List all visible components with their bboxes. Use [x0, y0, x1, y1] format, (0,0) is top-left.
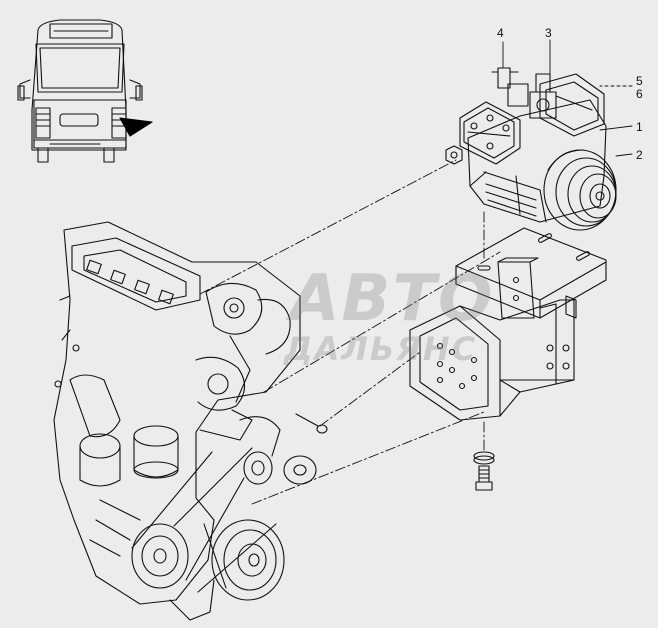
engine-block [53, 221, 317, 621]
engine-bolt [295, 413, 328, 434]
callout-1: 1 [636, 120, 643, 134]
callout-2: 2 [636, 148, 643, 162]
callout-leaders [502, 39, 633, 157]
compressor-assembly [445, 67, 607, 223]
callout-4: 4 [497, 26, 504, 40]
watermark-line-1: АВТО [290, 262, 495, 336]
mounting-bracket [409, 227, 607, 421]
callout-3: 3 [545, 26, 552, 40]
callout-5: 5 [636, 74, 643, 88]
watermark-line-2: ДАЛЬЯНС [284, 330, 478, 368]
callout-6: 6 [636, 87, 643, 101]
indicator-arrow-icon [119, 117, 153, 137]
assembly-center-lines [199, 159, 501, 505]
compressor-pulley [543, 149, 617, 231]
bus-front-view-icon [17, 19, 143, 163]
bolt-and-washer [473, 451, 495, 491]
